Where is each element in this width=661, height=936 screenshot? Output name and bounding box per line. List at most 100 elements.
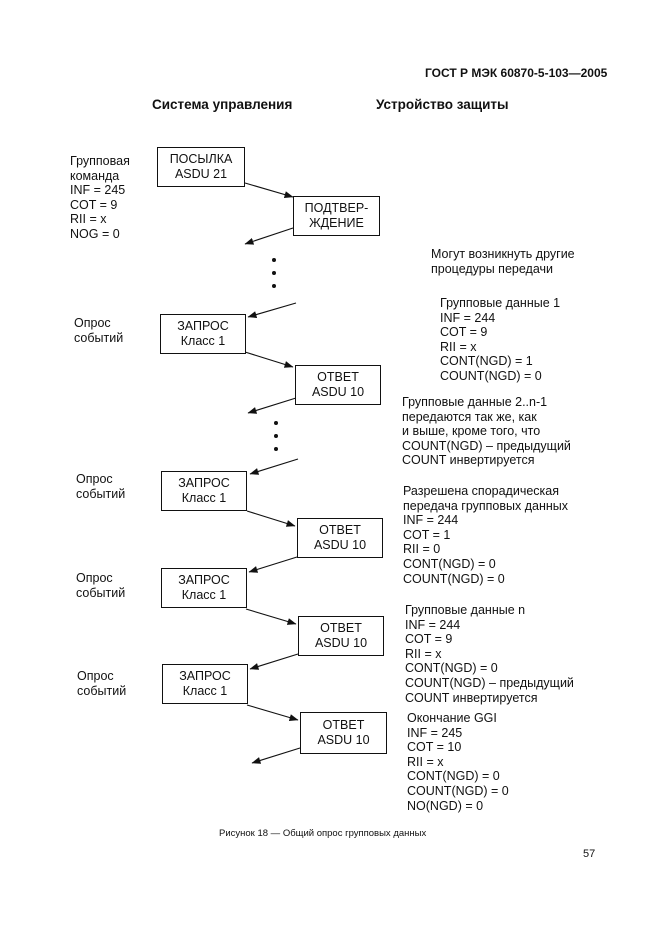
box-line: ПОСЫЛКА (169, 152, 233, 166)
box-line: ASDU 10 (313, 538, 367, 552)
box-line: ПОДТВЕР- (304, 201, 369, 215)
figure-caption: Рисунок 18 — Общий опрос групповых данны… (219, 828, 427, 839)
group-data-n-note: Групповые данные n INF = 244 COT = 9 RII… (405, 603, 574, 705)
note-line: Групповые данные n (405, 603, 526, 617)
box-line: Класс 1 (181, 588, 227, 602)
request-class1-box: ЗАПРОС Класс 1 (162, 664, 248, 704)
note-line: RII = x (407, 754, 444, 769)
sporadic-transfer-note: Разрешена спорадическая передача группов… (403, 484, 568, 586)
note-line: COUNT(NGD) = 0 (407, 783, 509, 798)
request-class1-box: ЗАПРОС Класс 1 (160, 314, 246, 354)
arrow-request-2 (246, 510, 296, 527)
note-line: событий (76, 486, 126, 501)
continuation-dot (274, 434, 278, 438)
box-line: ASDU 10 (314, 636, 368, 650)
event-poll-note: Опрос событий (74, 316, 123, 345)
response-asdu10-box: ОТВЕТ ASDU 10 (295, 365, 381, 405)
note-line: процедуры передачи (431, 261, 553, 276)
note-line: Опрос (76, 571, 113, 585)
group-data-1-note: Групповые данные 1 INF = 244 COT = 9 RII… (440, 296, 560, 384)
note-line: RII = x (440, 339, 477, 354)
note-line: COUNT(NGD) – предыдущий (402, 438, 571, 453)
note-line: передача групповых данных (403, 498, 569, 513)
note-line: событий (77, 683, 127, 698)
note-line: Могут возникнуть другие (431, 247, 575, 261)
arrow-response-2 (248, 556, 298, 573)
column-heading-control-system: Система управления (152, 97, 293, 112)
note-line: CONT(NGD) = 1 (440, 354, 533, 369)
continuation-dot (274, 447, 278, 451)
box-line: Класс 1 (182, 684, 228, 698)
response-asdu10-box: ОТВЕТ ASDU 10 (298, 616, 384, 656)
box-line: ОТВЕТ (317, 370, 359, 384)
note-line: COT = 1 (403, 527, 451, 542)
box-line: ЗАПРОС (179, 669, 231, 683)
response-asdu10-box: ОТВЕТ ASDU 10 (300, 712, 387, 754)
note-line: Групповые данные 2..n-1 (402, 395, 548, 409)
page-number: 57 (583, 848, 596, 860)
box-line: ASDU 21 (174, 167, 228, 181)
arrow-request-4 (246, 704, 299, 721)
event-poll-note: Опрос событий (76, 571, 125, 600)
arrow-response-3 (249, 653, 299, 670)
note-line: CONT(NGD) = 0 (407, 769, 500, 784)
note-line: COUNT(NGD) – предыдущий (405, 675, 574, 690)
note-line: CONT(NGD) = 0 (403, 556, 496, 571)
group-command-note: Групповая команда INF = 245 COT = 9 RII … (70, 154, 130, 242)
continuation-dot (272, 284, 276, 288)
note-line: COT = 9 (440, 325, 488, 340)
note-line: RII = x (70, 212, 107, 227)
arrow-group-2-n (249, 458, 299, 475)
event-poll-note: Опрос событий (76, 472, 125, 501)
send-asdu21-box: ПОСЫЛКА ASDU 21 (157, 147, 245, 187)
note-line: COUNT(NGD) = 0 (440, 368, 542, 383)
box-line: ЗАПРОС (177, 319, 229, 333)
note-line: передаются так же, как (402, 409, 537, 424)
arrow-other-procedures (247, 302, 297, 318)
note-line: COT = 9 (405, 632, 453, 647)
note-line: событий (76, 585, 126, 600)
request-class1-box: ЗАПРОС Класс 1 (161, 471, 247, 511)
box-line: ОТВЕТ (319, 523, 361, 537)
arrow-request-1 (244, 351, 294, 368)
note-line: COUNT инвертируется (405, 690, 538, 705)
note-line: NOG = 0 (70, 226, 120, 241)
box-line: ОТВЕТ (322, 718, 365, 732)
note-line: Групповые данные 1 (440, 296, 561, 310)
note-line: INF = 244 (403, 513, 459, 528)
acknowledge-box: ПОДТВЕР- ЖДЕНИЕ (293, 196, 380, 236)
note-line: и выше, кроме того, что (402, 424, 541, 439)
note-line: Опрос (74, 316, 111, 330)
box-line: Класс 1 (181, 491, 227, 505)
continuation-dot (272, 258, 276, 262)
note-line: COUNT(NGD) = 0 (403, 571, 505, 586)
note-line: Опрос (77, 669, 114, 683)
group-data-2-n-note: Групповые данные 2..n-1 передаются так ж… (402, 395, 571, 468)
box-line: Класс 1 (180, 334, 226, 348)
note-line: COT = 10 (407, 740, 462, 755)
note-line: Опрос (76, 472, 113, 486)
note-line: команда (70, 168, 120, 183)
arrow-ack-to-control (244, 227, 294, 245)
note-line: INF = 245 (70, 183, 126, 198)
note-line: Групповая (70, 154, 130, 168)
standard-header: ГОСТ Р МЭК 60870-5-103—2005 (425, 66, 608, 80)
column-heading-protection-device: Устройство защиты (376, 97, 509, 112)
note-line: INF = 244 (405, 617, 461, 632)
arrow-command-to-device (244, 182, 294, 198)
other-procedures-note: Могут возникнуть другие процедуры переда… (431, 247, 575, 276)
note-line: RII = x (405, 646, 442, 661)
event-poll-note: Опрос событий (77, 669, 126, 698)
box-line: ASDU 10 (317, 733, 370, 747)
note-line: Разрешена спорадическая (403, 484, 560, 498)
note-line: событий (74, 330, 124, 345)
box-line: ОТВЕТ (320, 621, 362, 635)
request-class1-box: ЗАПРОС Класс 1 (161, 568, 247, 608)
note-line: NO(NGD) = 0 (407, 798, 484, 813)
box-line: ЗАПРОС (178, 476, 230, 490)
box-line: ЗАПРОС (178, 573, 230, 587)
note-line: COT = 9 (70, 197, 118, 212)
arrow-response-4 (251, 747, 301, 764)
note-line: CONT(NGD) = 0 (405, 661, 498, 676)
